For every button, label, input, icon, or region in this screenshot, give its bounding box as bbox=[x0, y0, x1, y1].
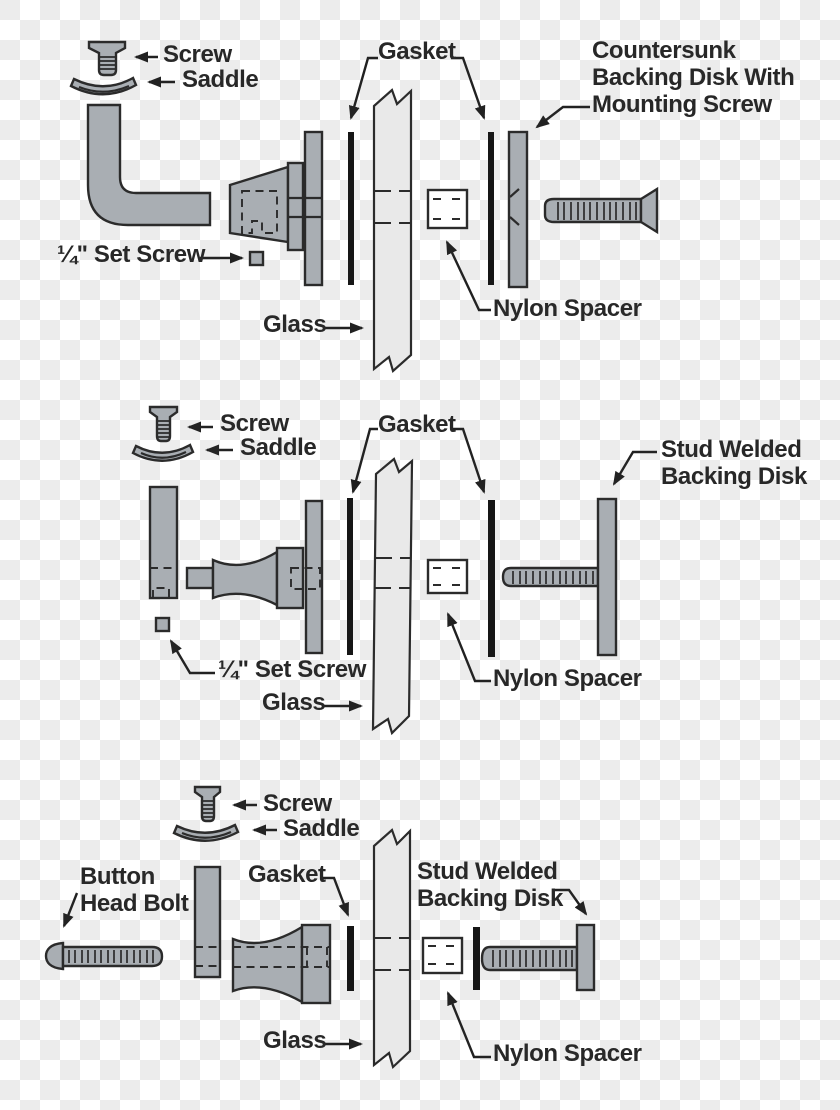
handle-hidden-dashes bbox=[195, 946, 220, 967]
gasket-bar-left bbox=[347, 926, 354, 991]
label-set-screw: ¼" Set Screw bbox=[218, 656, 366, 683]
set-screw bbox=[154, 616, 171, 633]
label-screw: Screw bbox=[263, 790, 332, 817]
label-saddle: Saddle bbox=[182, 66, 259, 93]
handle-hidden-dashes bbox=[150, 567, 177, 598]
fitting-step bbox=[275, 546, 305, 610]
glass-hole-dashes bbox=[375, 937, 410, 971]
glass-panel bbox=[372, 828, 412, 1070]
stud-threads bbox=[492, 950, 573, 967]
gasket-leader-right bbox=[452, 427, 486, 494]
nylon-spacer-leader bbox=[445, 240, 491, 312]
label-gasket: Gasket bbox=[248, 861, 326, 888]
backing-disk-leader bbox=[535, 105, 590, 129]
glass-panel bbox=[371, 457, 414, 736]
set-screw-leader bbox=[169, 639, 215, 675]
fitting-flange bbox=[304, 499, 324, 655]
mounting-screw-threads bbox=[557, 202, 637, 220]
label-glass: Glass bbox=[263, 311, 327, 338]
gasket-bar-right bbox=[473, 927, 480, 990]
stud-welded-backing-disk bbox=[575, 923, 596, 992]
label-stud-welded-backing-disk: Stud Welded Backing Disk bbox=[661, 436, 807, 490]
diagram-stud-welded-backing-disk-mount bbox=[131, 405, 657, 736]
spool-fitting bbox=[231, 924, 304, 1005]
saddle-inner-line bbox=[78, 84, 130, 93]
label-saddle: Saddle bbox=[283, 815, 360, 842]
label-gasket: Gasket bbox=[378, 411, 456, 438]
label-stud-welded-backing-disk: Stud Welded Backing Disk bbox=[417, 858, 563, 912]
gasket-leader-left bbox=[348, 56, 378, 120]
label-glass: Glass bbox=[263, 1027, 327, 1054]
gasket-leader-right bbox=[451, 56, 486, 120]
l-shaped-pull-handle bbox=[86, 103, 212, 227]
bolt-threads bbox=[68, 950, 154, 963]
label-nylon-spacer: Nylon Spacer bbox=[493, 1040, 642, 1067]
backing-disk-leader bbox=[612, 450, 657, 486]
glass-hole-dashes bbox=[375, 557, 411, 589]
label-screw: Screw bbox=[220, 410, 289, 437]
flat-head-screw bbox=[193, 785, 222, 823]
flange-divider-lines bbox=[288, 196, 322, 219]
saddle-inner-line bbox=[181, 830, 232, 839]
label-gasket: Gasket bbox=[378, 38, 456, 65]
countersink-tick-marks bbox=[509, 188, 520, 226]
fitting-hidden-dashes bbox=[233, 946, 330, 968]
backing-disk-leader bbox=[554, 888, 588, 916]
label-button-head-bolt: Button Head Bolt bbox=[80, 863, 189, 917]
saddle-inner-line bbox=[140, 451, 187, 459]
gasket-bar-right bbox=[488, 132, 494, 285]
nylon-spacer-dashes bbox=[433, 198, 464, 220]
spool-fitting bbox=[211, 549, 279, 607]
label-nylon-spacer: Nylon Spacer bbox=[493, 295, 642, 322]
nylon-spacer-leader bbox=[446, 612, 491, 683]
fitting-step bbox=[286, 161, 305, 252]
nylon-spacer bbox=[421, 936, 464, 975]
nylon-spacer-dashes bbox=[433, 567, 464, 586]
fitting-flange bbox=[303, 130, 324, 287]
button-head-bolt-head bbox=[44, 941, 65, 971]
straight-pull-handle bbox=[193, 865, 222, 979]
gasket-leader bbox=[320, 876, 350, 917]
flat-head-screw bbox=[148, 405, 179, 443]
cone-fitting bbox=[228, 165, 290, 244]
handle-stub bbox=[185, 566, 215, 590]
diagram-button-head-bolt-mount bbox=[44, 785, 596, 1070]
set-screw bbox=[248, 250, 265, 267]
fitting-hidden-rect bbox=[290, 567, 321, 590]
nylon-spacer bbox=[426, 558, 469, 595]
label-saddle: Saddle bbox=[240, 434, 317, 461]
stud-threads bbox=[512, 571, 594, 584]
gasket-bar-right bbox=[488, 500, 495, 657]
flat-head-screw bbox=[87, 40, 127, 77]
glass-panel bbox=[372, 88, 413, 373]
gasket-leader-left bbox=[350, 427, 378, 494]
button-head-bolt-leader bbox=[62, 892, 79, 928]
screw-threads bbox=[158, 420, 170, 438]
mounting-screw-shaft bbox=[543, 197, 643, 224]
gasket-bar-left bbox=[347, 498, 353, 655]
diagram-countersunk-backing-disk-mount bbox=[69, 40, 659, 373]
countersunk-backing-disk bbox=[507, 130, 529, 289]
label-countersunk-backing-disk: Countersunk Backing Disk With Mounting S… bbox=[592, 37, 795, 118]
screw-threads bbox=[100, 56, 115, 70]
label-glass: Glass bbox=[262, 689, 326, 716]
nylon-spacer-dashes bbox=[428, 945, 458, 965]
glass-hole-dashes bbox=[375, 190, 411, 224]
nylon-spacer-leader bbox=[446, 991, 491, 1059]
screw-threads bbox=[203, 800, 214, 818]
stud-welded-backing-disk bbox=[596, 497, 618, 657]
label-screw: Screw bbox=[163, 41, 232, 68]
straight-pull-handle bbox=[148, 485, 179, 600]
label-nylon-spacer: Nylon Spacer bbox=[493, 665, 642, 692]
gasket-bar-left bbox=[348, 132, 354, 285]
welded-stud bbox=[480, 945, 579, 972]
label-set-screw: ¼" Set Screw bbox=[57, 241, 205, 268]
mounting-screw-head bbox=[639, 186, 659, 235]
nylon-spacer bbox=[426, 188, 469, 230]
welded-stud bbox=[501, 566, 600, 588]
